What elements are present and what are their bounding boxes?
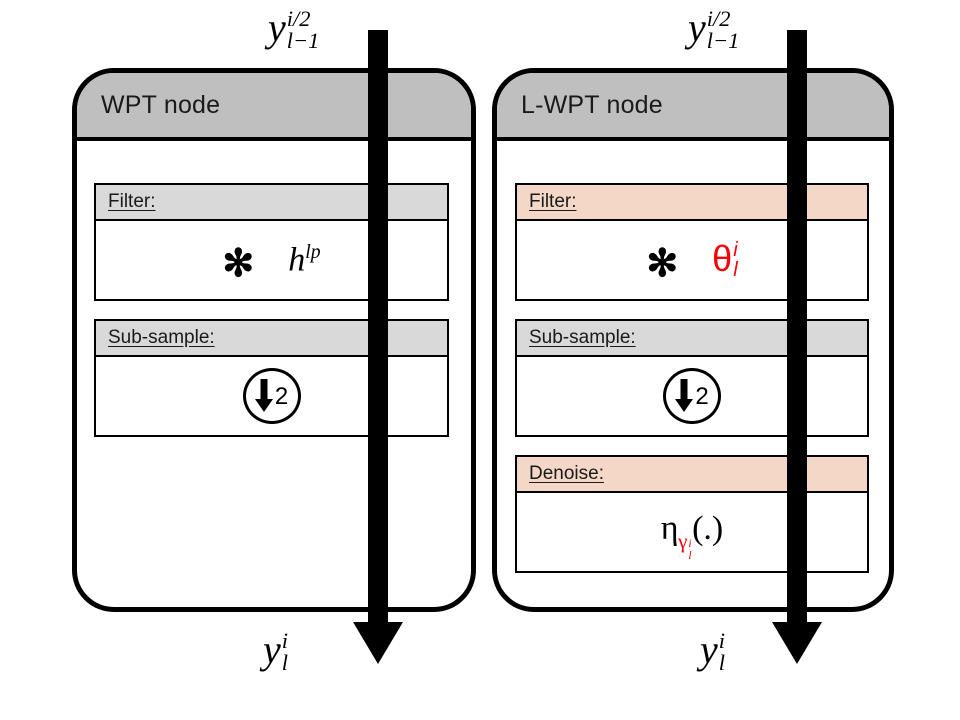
denoise-gamma-sup: i bbox=[688, 536, 692, 551]
convolution-operator-icon: ✻ bbox=[646, 243, 679, 285]
wpt-subsample-header-label: Sub-sample: bbox=[108, 327, 215, 348]
wpt-filter-symbol: hlp bbox=[288, 240, 321, 279]
lwpt-filter-symbol-base: θ bbox=[712, 237, 733, 279]
panel-lwpt-title-band: L-WPT node bbox=[497, 73, 889, 141]
downsample-circle-icon: 2 bbox=[242, 368, 301, 424]
output-left-sup: i bbox=[281, 627, 288, 653]
output-right-sup: i bbox=[718, 627, 725, 653]
input-right-sup: i/2 bbox=[706, 5, 731, 31]
output-right-sub: l bbox=[718, 650, 725, 676]
input-left-sub: l−1 bbox=[286, 28, 320, 54]
downsample-circle-icon: 2 bbox=[663, 368, 721, 424]
lwpt-denoise-header: Denoise: bbox=[517, 457, 867, 493]
wpt-subsample-body: 2 bbox=[96, 357, 447, 435]
wpt-subsample-section: Sub-sample: 2 bbox=[94, 319, 449, 437]
lwpt-filter-header-label: Filter: bbox=[529, 191, 577, 212]
lwpt-subsample-header-label: Sub-sample: bbox=[529, 327, 636, 348]
flow-arrow-left bbox=[353, 30, 403, 664]
wpt-filter-body: ✻ hlp bbox=[96, 221, 447, 299]
denoise-gamma-base: γ bbox=[678, 528, 688, 553]
lwpt-filter-symbol-sup: i bbox=[733, 238, 738, 261]
denoise-eta-base: η bbox=[660, 510, 679, 548]
lwpt-subsample-body: 2 bbox=[517, 357, 867, 435]
downsample-factor-label: 2 bbox=[695, 383, 709, 410]
flow-arrow-right bbox=[772, 30, 822, 664]
down-arrow-icon bbox=[675, 379, 694, 412]
denoise-gamma-sub: l bbox=[688, 548, 692, 563]
wpt-filter-section: Filter: ✻ hlp bbox=[94, 183, 449, 301]
downsample-factor-label: 2 bbox=[274, 383, 289, 410]
lwpt-subsample-section: Sub-sample: 2 bbox=[515, 319, 869, 437]
panel-lwpt-title: L-WPT node bbox=[521, 90, 663, 119]
wpt-subsample-header: Sub-sample: bbox=[96, 321, 447, 357]
input-right-sub: l−1 bbox=[706, 28, 740, 54]
wpt-filter-header: Filter: bbox=[96, 185, 447, 221]
lwpt-denoise-header-label: Denoise: bbox=[529, 463, 604, 484]
lwpt-filter-header: Filter: bbox=[517, 185, 867, 221]
denoise-argument: (.) bbox=[692, 510, 724, 548]
down-arrow-icon bbox=[254, 379, 273, 412]
lwpt-filter-symbol-sub: l bbox=[733, 259, 738, 282]
panel-wpt-node: WPT node Filter: ✻ hlp Sub-sample: bbox=[72, 68, 476, 612]
output-left-sub: l bbox=[281, 650, 288, 676]
wpt-filter-header-label: Filter: bbox=[108, 191, 156, 212]
panel-wpt-title-band: WPT node bbox=[77, 73, 471, 141]
wpt-filter-symbol-sup: lp bbox=[305, 240, 321, 263]
convolution-operator-icon: ✻ bbox=[222, 242, 255, 285]
input-left-sup: i/2 bbox=[286, 5, 311, 31]
panel-wpt-title: WPT node bbox=[101, 90, 221, 119]
lwpt-subsample-header: Sub-sample: bbox=[517, 321, 867, 357]
